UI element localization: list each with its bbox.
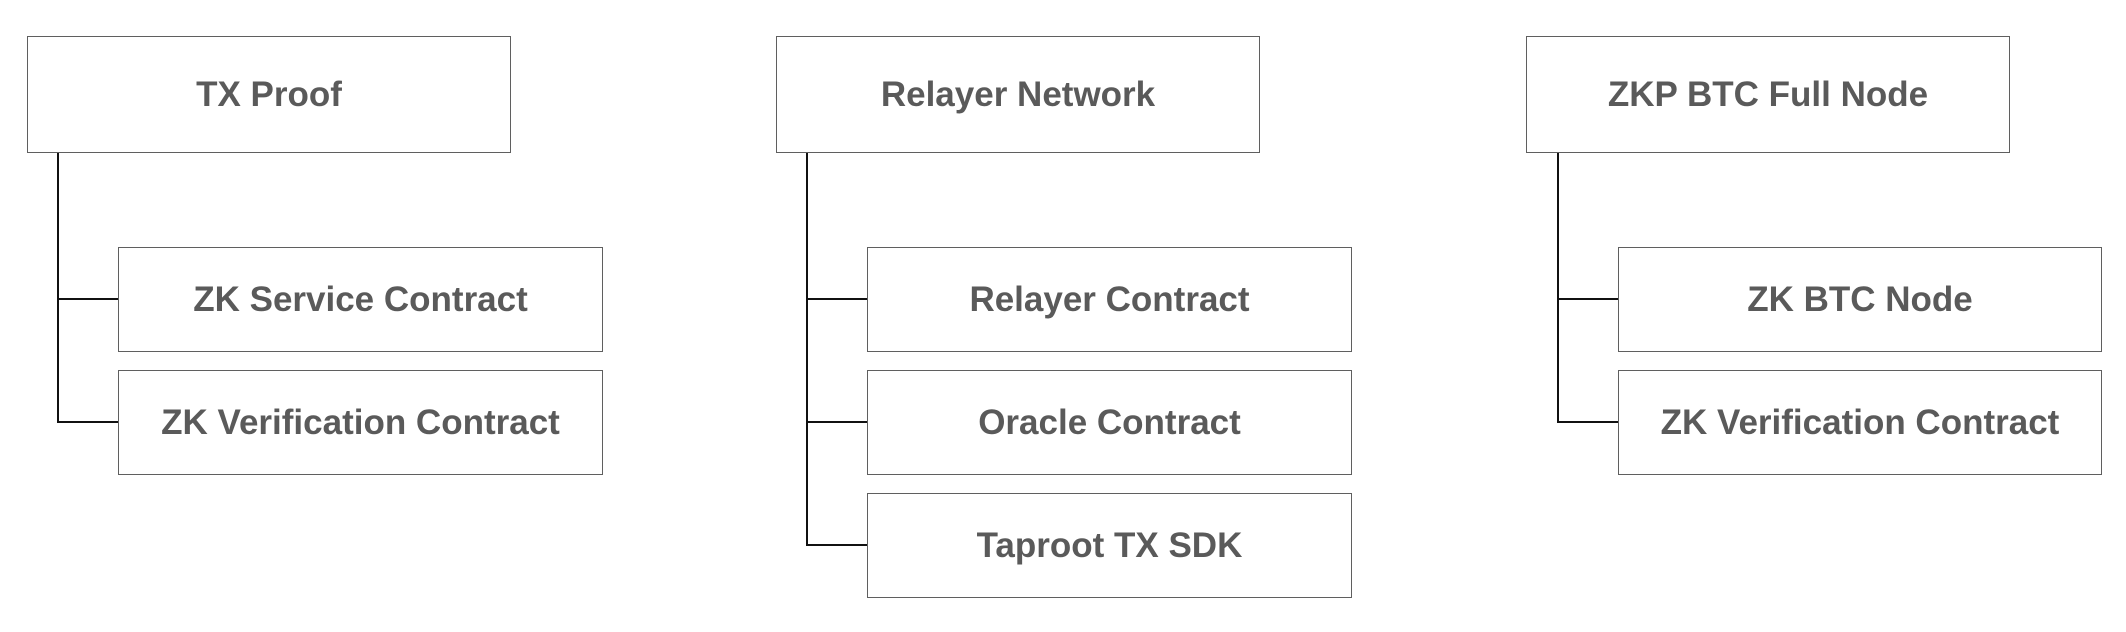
parent-node-relayer-network: Relayer Network — [776, 36, 1260, 153]
connector-branch — [806, 298, 868, 300]
connector-branch — [1557, 298, 1619, 300]
connector-trunk — [57, 152, 59, 422]
parent-node-zkp-btc-full-node: ZKP BTC Full Node — [1526, 36, 2010, 153]
connector-branch — [57, 421, 119, 423]
connector-trunk — [806, 152, 808, 546]
connector-trunk — [1557, 152, 1559, 422]
connector-branch — [806, 544, 868, 546]
child-node-taproot-tx-sdk: Taproot TX SDK — [867, 493, 1352, 598]
connector-branch — [1557, 421, 1619, 423]
connector-branch — [57, 298, 119, 300]
child-node-zk-verification-contract: ZK Verification Contract — [1618, 370, 2102, 475]
child-node-zk-btc-node: ZK BTC Node — [1618, 247, 2102, 352]
child-node-zk-service-contract: ZK Service Contract — [118, 247, 603, 352]
connector-branch — [806, 421, 868, 423]
child-node-oracle-contract: Oracle Contract — [867, 370, 1352, 475]
child-node-zk-verification-contract: ZK Verification Contract — [118, 370, 603, 475]
parent-node-tx-proof: TX Proof — [27, 36, 511, 153]
child-node-relayer-contract: Relayer Contract — [867, 247, 1352, 352]
